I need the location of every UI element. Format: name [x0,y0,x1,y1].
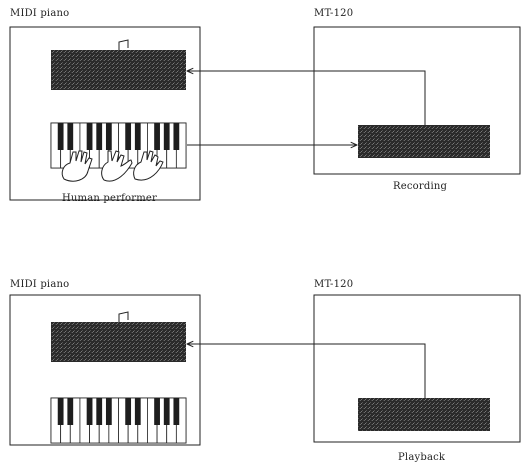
top-device-title: MT-120 [314,8,353,19]
top-black-key [125,123,131,150]
playback-caption: Playback [398,452,445,463]
top-music-note-icon [119,40,128,50]
top-piano-display [51,50,186,90]
top-black-key [67,123,73,150]
bottom-black-key [154,398,160,425]
bottom-black-key [106,398,112,425]
top-black-key [106,123,112,150]
top-black-key [135,123,141,150]
top-section [10,27,520,200]
performer-caption: Human performer [62,193,157,204]
bottom-music-note-icon [119,312,128,322]
top-black-key [173,123,179,150]
bottom-black-key [173,398,179,425]
bottom-black-key [135,398,141,425]
bottom-black-key [96,398,102,425]
bottom-black-key [125,398,131,425]
bottom-device-panel [358,398,490,431]
top-black-key [58,123,64,150]
bottom-device-title: MT-120 [314,279,353,290]
bottom-piano-title: MIDI piano [10,279,69,290]
bottom-section [10,295,520,445]
top-black-key [87,123,93,150]
bottom-keyboard [51,398,186,443]
top-black-key [164,123,170,150]
bottom-black-key [87,398,93,425]
bottom-black-key [58,398,64,425]
top-piano-title: MIDI piano [10,8,69,19]
bottom-playback-arrow [187,344,425,398]
top-device-panel [358,125,490,158]
bottom-black-key [164,398,170,425]
top-return-arrow [187,71,425,125]
bottom-piano-display [51,322,186,362]
bottom-black-key [67,398,73,425]
recording-caption: Recording [393,181,447,192]
top-black-key [96,123,102,150]
top-black-key [154,123,160,150]
